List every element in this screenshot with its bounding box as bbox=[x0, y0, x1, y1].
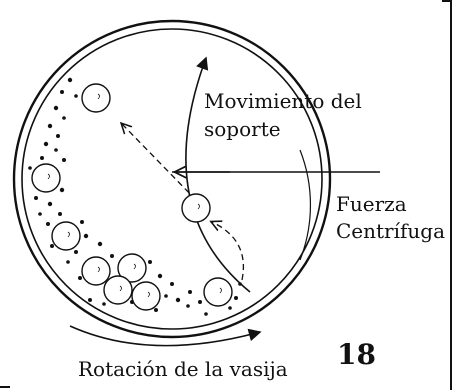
ball bbox=[181, 193, 211, 223]
ball bbox=[131, 281, 161, 311]
ball bbox=[51, 221, 81, 251]
ball bbox=[203, 277, 233, 307]
centrifugal-force-label-line1: Fuerza bbox=[336, 192, 407, 216]
ball bbox=[31, 163, 61, 193]
support-motion-label-line2: soporte bbox=[204, 117, 281, 141]
vessel-inner-wall bbox=[21, 28, 323, 330]
ball-highlights bbox=[47, 93, 222, 298]
vessel-wall-segment bbox=[299, 149, 312, 261]
ball-trajectory-arrow-lower bbox=[212, 222, 244, 281]
support-motion-label-line1: Movimiento del bbox=[204, 89, 362, 113]
ball bbox=[117, 253, 147, 283]
grinding-balls bbox=[31, 83, 233, 311]
vessel-outer-wall bbox=[12, 19, 332, 339]
centrifugal-force-label-line2: Centrífuga bbox=[336, 219, 445, 243]
vessel-rotation-arrow bbox=[69, 325, 262, 347]
material-particles bbox=[28, 77, 242, 316]
frame-right-edge bbox=[450, 0, 452, 390]
ball bbox=[103, 275, 133, 305]
frame-bottom-rule bbox=[0, 386, 10, 388]
page-number: 18 bbox=[337, 338, 376, 371]
ball bbox=[81, 83, 111, 113]
ball bbox=[81, 256, 111, 286]
vessel-rotation-label: Rotación de la vasija bbox=[78, 357, 288, 381]
frame-top-rule bbox=[442, 0, 452, 2]
ball-trajectory-arrow-upper bbox=[122, 124, 197, 201]
